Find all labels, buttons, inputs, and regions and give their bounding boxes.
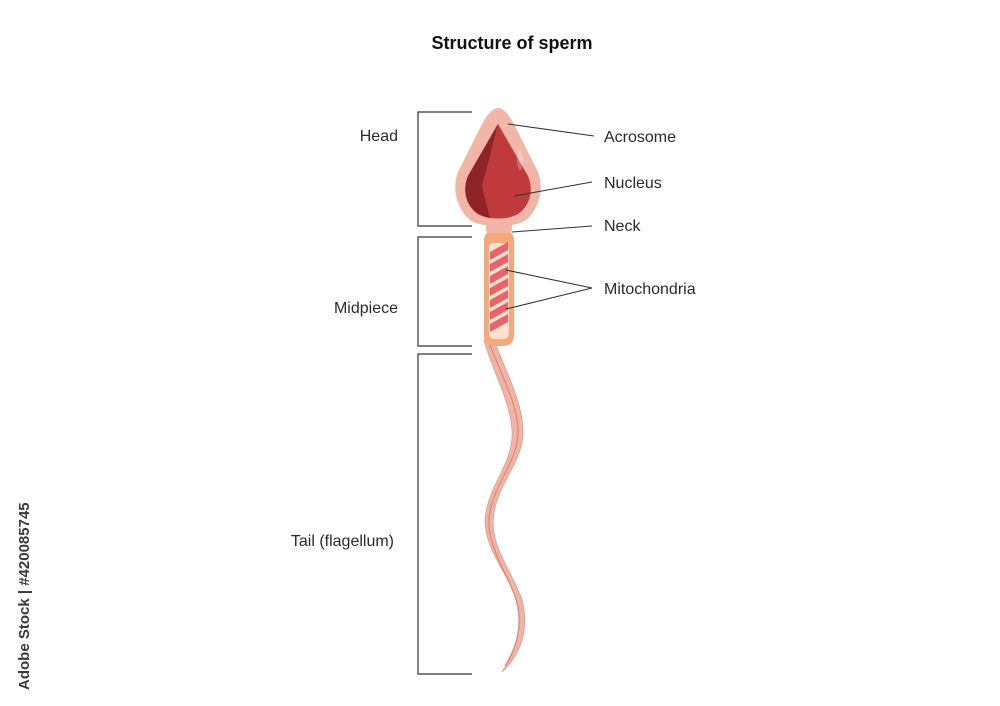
head-label: Head [360,128,398,145]
nucleus-label: Nucleus [604,175,662,192]
nucleus-leader [513,181,593,197]
neck-label: Neck [604,218,641,235]
mitochondria-leader-lower [505,287,593,310]
diagram-title: Structure of sperm [431,33,592,53]
stock-watermark-text: Adobe Stock | #420085745 [16,502,33,690]
midpiece-bracket [417,236,472,347]
tail-label: Tail (flagellum) [291,533,394,550]
tail-axoneme-line [488,344,520,667]
head-bracket [417,111,472,227]
tail-bracket [417,353,472,675]
nucleus-highlight [517,150,523,170]
tail-flagellum [483,339,526,673]
neck-leader [511,225,593,233]
mitochondria-leader-upper [505,269,593,289]
acrosome-leader [507,123,595,137]
mitochondria-spiral [490,242,508,332]
mitochondria-label: Mitochondria [604,281,696,298]
nucleus-shadow [465,124,498,218]
midpiece-label: Midpiece [334,300,398,317]
acrosome-label: Acrosome [604,129,676,146]
